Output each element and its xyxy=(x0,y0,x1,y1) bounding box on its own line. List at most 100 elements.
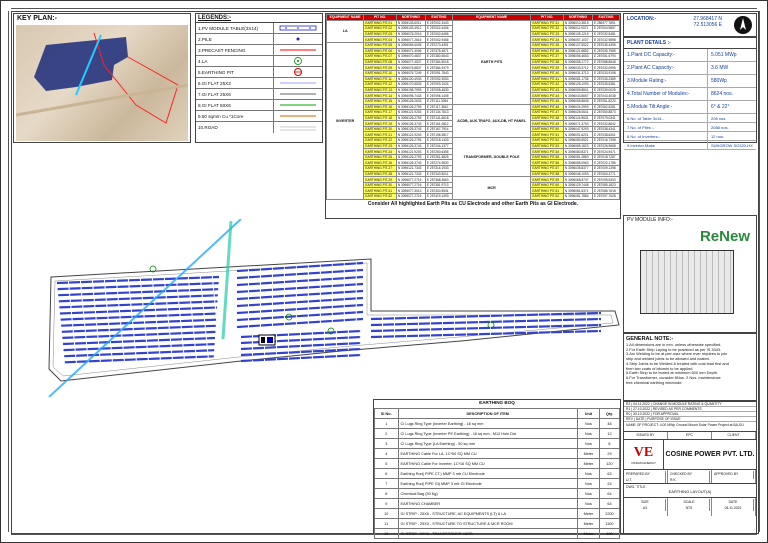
revision-row: REV | DATE | PURPOSE OF ISSUE xyxy=(624,417,756,422)
ep-cell: N 3096077.2616 xyxy=(395,36,426,43)
ep-cell: E 257085.1823 xyxy=(592,181,620,189)
key-plan: KEY PLAN:- xyxy=(13,13,191,143)
ep-cell: EARTHING PIT-62 xyxy=(363,193,397,200)
plant-detail-value: 2088 nos. xyxy=(711,124,729,130)
ep-cell: N 3096081.7884 xyxy=(562,193,594,200)
boq-header: Unit xyxy=(576,408,600,419)
ep-cell: E 257043.4038 xyxy=(592,92,620,99)
ep-cell: EARTHING PIT-06 xyxy=(363,47,397,55)
note-line: free chemical earthing electrode. xyxy=(626,379,683,385)
plant-detail-value: 8624 nos. xyxy=(711,91,733,97)
ep-cell: E 257018.7287 xyxy=(592,153,620,161)
ep-cell: E 257096.1405 xyxy=(424,92,453,99)
ep-cell: EARTHING PIT-56 xyxy=(530,159,564,166)
meta-label: DATE xyxy=(713,499,754,505)
ep-cell: N 3096126.3743 xyxy=(395,125,426,133)
ep-cell: N 3096001.6221 xyxy=(562,131,594,139)
mcr-inner xyxy=(261,337,265,343)
boq-cell: 8 xyxy=(374,488,399,499)
boq-cell: Meter xyxy=(576,518,600,529)
pv-table-row xyxy=(56,275,220,285)
ep-cell: N 3096035.8377 xyxy=(562,165,594,172)
boq-caption: EARTHING BOQ xyxy=(479,400,515,405)
ep-cell: E 257032.5481 xyxy=(592,30,620,38)
ep-cell: E 257002.4406 xyxy=(424,25,453,32)
boq-header: Qty. xyxy=(598,408,621,419)
legends: LEGENDS:- 1.PV MODULE TABLE(3X14) 2.PILE… xyxy=(195,13,323,143)
pv-table-row xyxy=(63,343,215,352)
pv-table-row xyxy=(236,282,364,294)
ep-cell: EARTHING PIT-34 xyxy=(530,36,564,43)
meta-label: SIZE xyxy=(625,499,666,505)
ep-cell: EARTHING PIT-07 xyxy=(363,53,397,60)
ep-cell: EARTHING PIT-33 xyxy=(530,30,564,38)
cu-cable-icon xyxy=(280,115,316,117)
ep-cell: N 3096080.5521 xyxy=(562,137,594,144)
ep-cell: N 3096071.4006 xyxy=(395,47,426,55)
boq-cell: Nos xyxy=(576,498,600,509)
note-line: 4.Strip Joints to be Welded & treated wi… xyxy=(626,360,729,366)
legend-item: 10.ROAD xyxy=(196,122,274,133)
ep-cell: E 257051.8220 xyxy=(592,97,620,105)
pv-table-row xyxy=(64,349,215,358)
signature-value: R.K. xyxy=(669,477,710,483)
ep-cell: EARTHING PIT-28 xyxy=(363,170,397,178)
boq-cell: Nos xyxy=(576,428,600,439)
ep-cell: EARTHING PIT-23 xyxy=(363,142,397,150)
road-vertical xyxy=(221,220,233,340)
ep-cell: N 3096126.3743 xyxy=(395,159,426,166)
ep-cell: N 3096071.3793 xyxy=(562,120,594,127)
ep-cell: E 257035.2389 xyxy=(592,75,620,83)
ep-cell: EARTHING PIT-22 xyxy=(363,137,397,144)
ep-cell: E 257002.6456 xyxy=(424,30,453,38)
longitude: 72.513056 E xyxy=(693,22,722,28)
boq-cell: Earthing Rod( PIPE CT.) MMP 3 mtr CU Ele… xyxy=(397,468,578,479)
ep-cell: EARTHING PIT-10 xyxy=(363,69,397,77)
plant-detail-row: 1.Plant DC Capacity:-5.051 MWp xyxy=(624,49,756,62)
boq-cell: EARTHING Cable For LA, 1C*50 SQ MM CU xyxy=(397,448,578,459)
signature-value: U.T. xyxy=(625,477,666,483)
ep-cell: EARTHING PIT-53 xyxy=(530,142,564,150)
ep-cell: EARTHING PIT-41 xyxy=(530,75,564,83)
ep-cell: EARTHING PIT-19 xyxy=(363,120,397,127)
north-arrow-icon xyxy=(734,16,752,34)
boq-cell: 8 xyxy=(598,438,621,449)
ep-cell: EARTHING PIT-61 xyxy=(530,187,564,194)
ep-cell: N 3096121.9203 xyxy=(395,148,426,155)
ep-cell: EARTHING PIT-62 xyxy=(530,193,564,200)
boq-cell: EARTHING Cable For Inverter, 1C*16 SQ MM… xyxy=(397,458,578,469)
ep-cell: E 257016.7398 xyxy=(592,137,620,144)
plant-detail-value: SUNGROW SG320-HX xyxy=(711,142,753,148)
ep-cell: N 3096055.8845 xyxy=(562,97,594,105)
ep-cell: N 3096076.8837 xyxy=(395,64,426,71)
ep-cell: EARTHING PIT-43 xyxy=(530,86,564,94)
ep-cell: N 3096047.9293 xyxy=(562,125,594,133)
boq-cell: EARTHING CHAMBER xyxy=(397,498,578,509)
pv-table-row xyxy=(240,353,362,363)
ep-cell: E 257038.4341 xyxy=(592,125,620,133)
pv-table-icon xyxy=(279,25,317,31)
pv-table-row xyxy=(370,329,602,339)
boq-cell: 63 xyxy=(598,468,621,479)
ep-cell: N 3096129.7448 xyxy=(562,181,594,189)
plant-detail-value: 5.051 MWp xyxy=(711,52,737,58)
title-block: R2 | 04.11.2022 | CHANGE IN MODULE RATIN… xyxy=(623,401,757,534)
boq-cell: Meter xyxy=(576,448,600,459)
earth-pit-footer: Consider All highlighted Earth Pits as C… xyxy=(367,200,579,207)
plant-detail-row: 3.Module Rating:-580Wp xyxy=(624,75,756,88)
ep-cell: EARTHING PIT-21 xyxy=(363,131,397,139)
note-line: 2.For Earth Strip Laying to be practiced… xyxy=(626,346,722,352)
ep-header: EASTING xyxy=(424,14,453,21)
ep-cell: EARTHING PIT-52 xyxy=(530,137,564,144)
meta-value: A3 xyxy=(625,505,666,511)
